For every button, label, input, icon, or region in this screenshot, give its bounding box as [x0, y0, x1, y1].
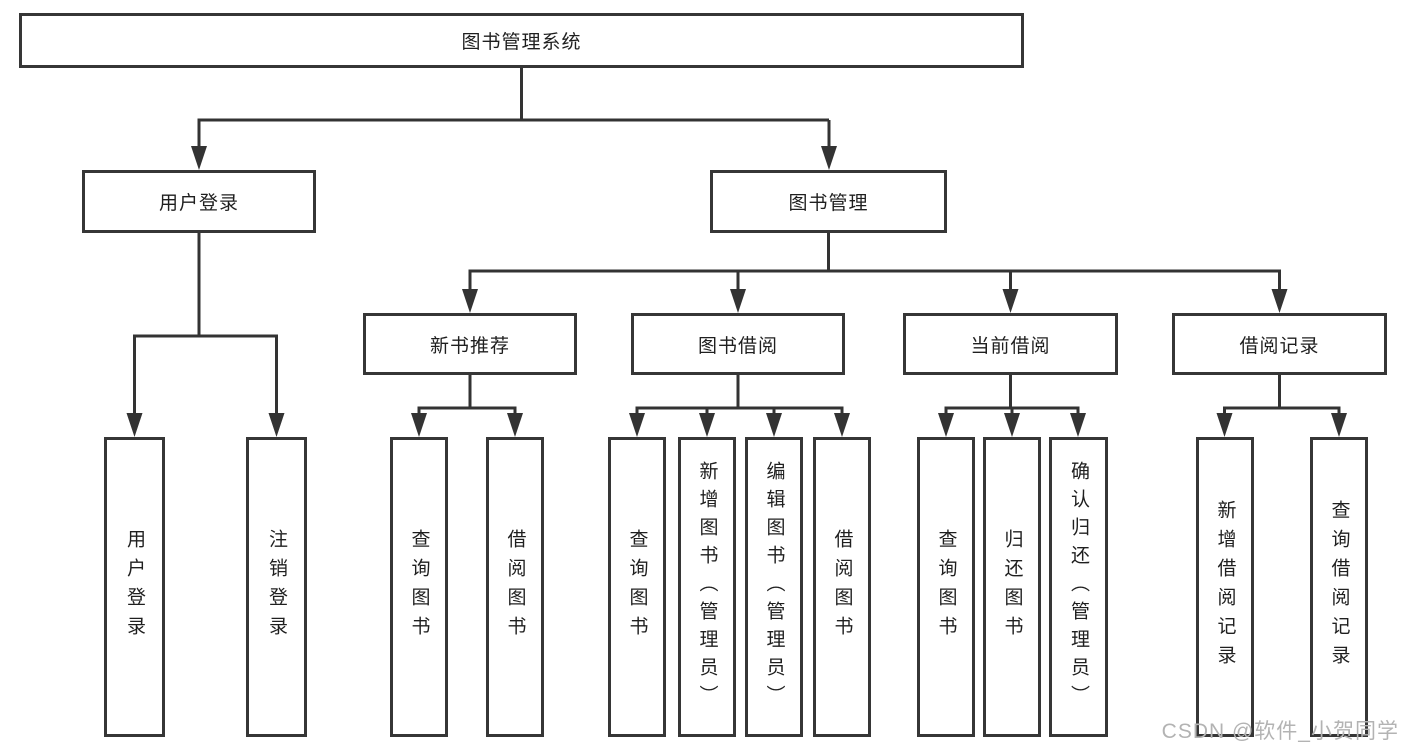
- node-user-login: 用户登录: [82, 170, 316, 233]
- leaf-query-book-3: 查询图书: [917, 437, 975, 737]
- leaf-return-book-label: 归还图书: [1001, 529, 1023, 645]
- leaf-query-borrow-record-label: 查询借阅记录: [1328, 500, 1350, 674]
- arrowheads-borrow: [629, 413, 850, 437]
- node-current-borrow: 当前借阅: [903, 313, 1118, 375]
- arrowheads-level2: [191, 146, 837, 170]
- arrowheads-newbook: [411, 413, 523, 437]
- leaf-add-borrow-record: 新增借阅记录: [1196, 437, 1254, 737]
- node-book-borrow: 图书借阅: [631, 313, 845, 375]
- connector-newbook-to-leaves: [417, 375, 517, 420]
- leaf-user-login-label: 用户登录: [124, 529, 145, 645]
- leaf-borrow-book-1: 借阅图书: [486, 437, 544, 737]
- node-user-login-label: 用户登录: [158, 193, 239, 214]
- leaf-query-borrow-record: 查询借阅记录: [1310, 437, 1368, 737]
- leaf-add-book-admin: 新增图书（管理员）: [678, 437, 736, 737]
- leaf-edit-book-admin-label: 编辑图书（管理员）: [763, 461, 785, 713]
- connector-user-login-to-leaves: [133, 233, 278, 418]
- leaf-query-book-2-label: 查询图书: [626, 529, 648, 645]
- node-current-borrow-label: 当前借阅: [970, 335, 1051, 357]
- leaf-query-book-2: 查询图书: [608, 437, 666, 737]
- leaf-edit-book-admin: 编辑图书（管理员）: [745, 437, 803, 737]
- node-borrow-record: 借阅记录: [1172, 313, 1387, 375]
- node-new-book-recommend: 新书推荐: [363, 313, 577, 375]
- leaf-query-book-1-label: 查询图书: [408, 529, 430, 645]
- arrowheads-current: [938, 413, 1086, 437]
- node-borrow-record-label: 借阅记录: [1239, 335, 1320, 357]
- leaf-logout-label: 注销登录: [266, 529, 287, 645]
- arrowheads-record: [1216, 413, 1347, 437]
- leaf-logout: 注销登录: [246, 437, 307, 737]
- leaf-add-borrow-record-label: 新增借阅记录: [1214, 500, 1236, 674]
- connector-root-to-level2: [197, 68, 831, 150]
- leaf-confirm-return-admin: 确认归还（管理员）: [1049, 437, 1108, 737]
- arrowheads-level3: [462, 289, 1288, 313]
- leaf-confirm-return-admin-label: 确认归还（管理员）: [1068, 461, 1089, 713]
- arrowheads-user-login: [126, 413, 285, 437]
- connector-borrow-to-leaves: [635, 375, 844, 420]
- node-book-management: 图书管理: [710, 170, 947, 233]
- leaf-borrow-book-1-label: 借阅图书: [504, 529, 526, 645]
- csdn-watermark: CSDN @软件_小贺同学: [1161, 720, 1399, 743]
- node-book-borrow-label: 图书借阅: [697, 335, 778, 357]
- leaf-query-book-1: 查询图书: [390, 437, 448, 737]
- node-root: 图书管理系统: [19, 13, 1024, 68]
- connector-book-mgmt-to-level3: [468, 233, 1281, 295]
- leaf-add-book-admin-label: 新增图书（管理员）: [696, 461, 718, 713]
- leaf-borrow-book-2: 借阅图书: [813, 437, 871, 737]
- node-new-book-recommend-label: 新书推荐: [429, 335, 510, 357]
- leaf-query-book-3-label: 查询图书: [935, 529, 957, 645]
- connector-record-to-leaves: [1223, 375, 1341, 420]
- leaf-user-login: 用户登录: [104, 437, 165, 737]
- node-book-management-label: 图书管理: [788, 193, 869, 214]
- leaf-return-book: 归还图书: [983, 437, 1041, 737]
- node-root-label: 图书管理系统: [461, 32, 582, 53]
- leaf-borrow-book-2-label: 借阅图书: [831, 529, 853, 645]
